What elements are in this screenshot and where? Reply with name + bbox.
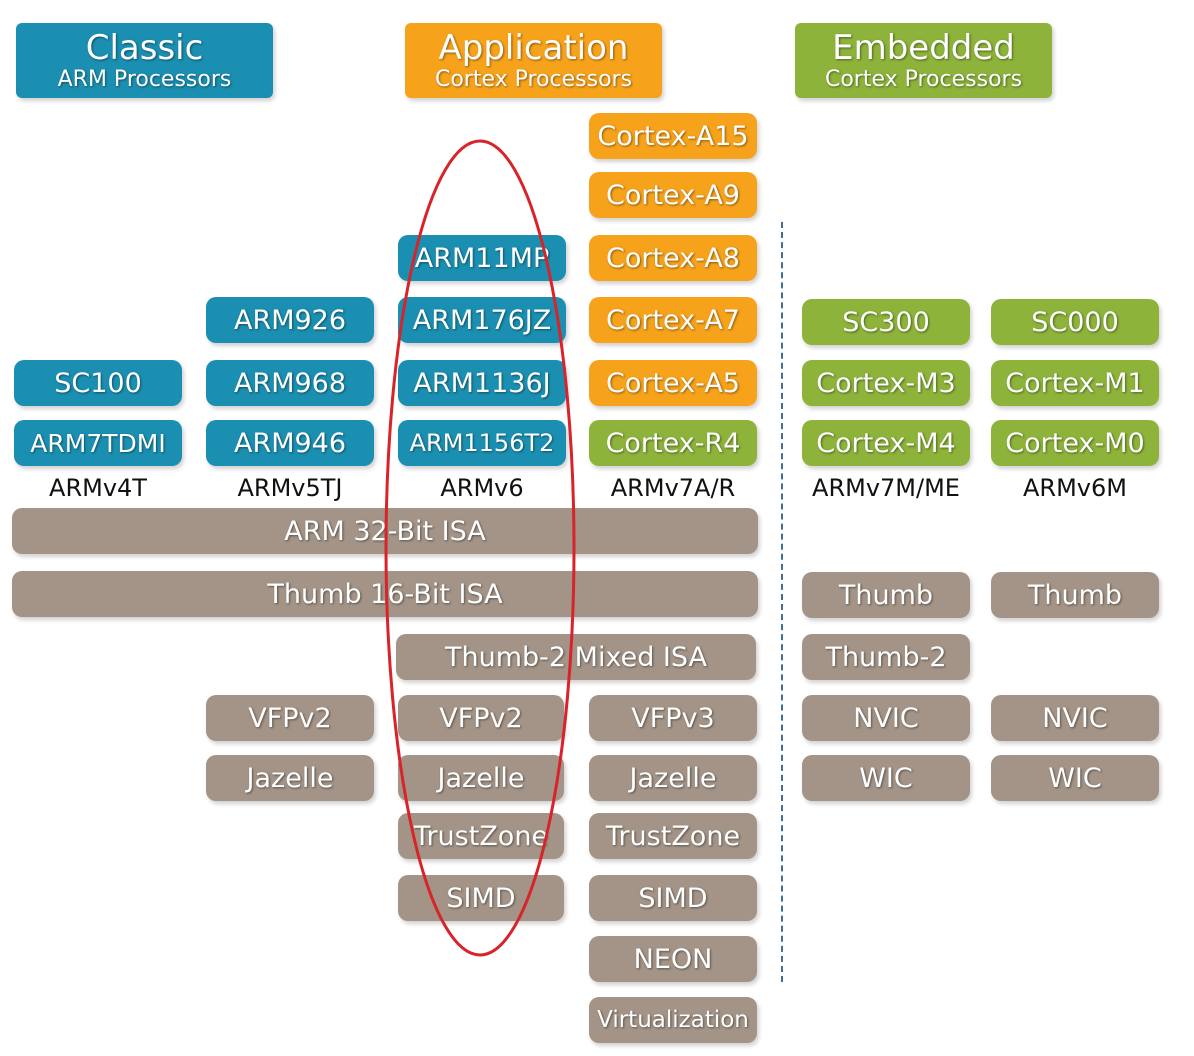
feature-neon: NEON bbox=[589, 936, 757, 982]
isa-thumb2-mixed-bar: Thumb-2 Mixed ISA bbox=[396, 634, 756, 680]
feature-trustzone: TrustZone bbox=[589, 813, 757, 859]
processor-arm1156t2: ARM1156T2 bbox=[398, 420, 566, 466]
feature-nvic: NVIC bbox=[802, 695, 970, 741]
processor-arm11mp: ARM11MP bbox=[398, 235, 566, 281]
header-title: Application bbox=[438, 27, 629, 68]
header-embedded: Embedded Cortex Processors bbox=[795, 23, 1052, 98]
feature-jazelle: Jazelle bbox=[206, 755, 374, 801]
feature-simd: SIMD bbox=[398, 875, 564, 921]
processor-cortex-a15: Cortex-A15 bbox=[589, 113, 757, 159]
processor-arm1136j: ARM1136J bbox=[398, 360, 566, 406]
header-classic: Classic ARM Processors bbox=[16, 23, 273, 98]
processor-arm7tdmi: ARM7TDMI bbox=[14, 420, 182, 466]
feature-vfpv2: VFPv2 bbox=[206, 695, 374, 741]
feature-wic: WIC bbox=[802, 755, 970, 801]
feature-thumb-2: Thumb-2 bbox=[802, 634, 970, 680]
feature-vfpv3: VFPv3 bbox=[589, 695, 757, 741]
processor-cortex-m4: Cortex-M4 bbox=[802, 420, 970, 466]
feature-vfpv2: VFPv2 bbox=[398, 695, 564, 741]
header-title: Embedded bbox=[832, 27, 1015, 68]
arch-label-armv7m: ARMv7M/ME bbox=[812, 474, 960, 502]
processor-cortex-a9: Cortex-A9 bbox=[589, 172, 757, 218]
processor-cortex-a5: Cortex-A5 bbox=[589, 360, 757, 406]
isa-thumb16-bar: Thumb 16-Bit ISA bbox=[12, 571, 758, 617]
processor-cortex-r4: Cortex-R4 bbox=[589, 420, 757, 466]
isa-arm32-bar: ARM 32-Bit ISA bbox=[12, 508, 758, 554]
feature-trustzone: TrustZone bbox=[398, 813, 564, 859]
processor-arm176jz: ARM176JZ bbox=[398, 297, 566, 343]
divider-line bbox=[781, 222, 783, 982]
feature-thumb: Thumb bbox=[991, 572, 1159, 618]
feature-jazelle: Jazelle bbox=[398, 755, 564, 801]
processor-cortex-a8: Cortex-A8 bbox=[589, 235, 757, 281]
arch-label-armv7ar: ARMv7A/R bbox=[610, 474, 736, 502]
feature-jazelle: Jazelle bbox=[589, 755, 757, 801]
feature-thumb: Thumb bbox=[802, 572, 970, 618]
processor-arm926: ARM926 bbox=[206, 297, 374, 343]
processor-arm968: ARM968 bbox=[206, 360, 374, 406]
processor-cortex-m3: Cortex-M3 bbox=[802, 360, 970, 406]
header-subtitle: Cortex Processors bbox=[824, 66, 1023, 92]
arch-label-armv6m: ARMv6M bbox=[1023, 474, 1127, 502]
processor-cortex-m0: Cortex-M0 bbox=[991, 420, 1159, 466]
feature-virtualization: Virtualization bbox=[589, 997, 757, 1043]
header-application: Application Cortex Processors bbox=[405, 23, 662, 98]
header-title: Classic bbox=[85, 27, 204, 68]
processor-sc300: SC300 bbox=[802, 299, 970, 345]
header-subtitle: ARM Processors bbox=[57, 66, 232, 92]
processor-sc100: SC100 bbox=[14, 360, 182, 406]
feature-simd: SIMD bbox=[589, 875, 757, 921]
feature-nvic: NVIC bbox=[991, 695, 1159, 741]
feature-wic: WIC bbox=[991, 755, 1159, 801]
header-subtitle: Cortex Processors bbox=[434, 66, 633, 92]
processor-sc000: SC000 bbox=[991, 299, 1159, 345]
processor-arm946: ARM946 bbox=[206, 420, 374, 466]
arch-label-armv6: ARMv6 bbox=[440, 474, 524, 502]
processor-cortex-a7: Cortex-A7 bbox=[589, 297, 757, 343]
arch-label-armv5tj: ARMv5TJ bbox=[237, 474, 343, 502]
processor-cortex-m1: Cortex-M1 bbox=[991, 360, 1159, 406]
arch-label-armv4t: ARMv4T bbox=[49, 474, 147, 502]
